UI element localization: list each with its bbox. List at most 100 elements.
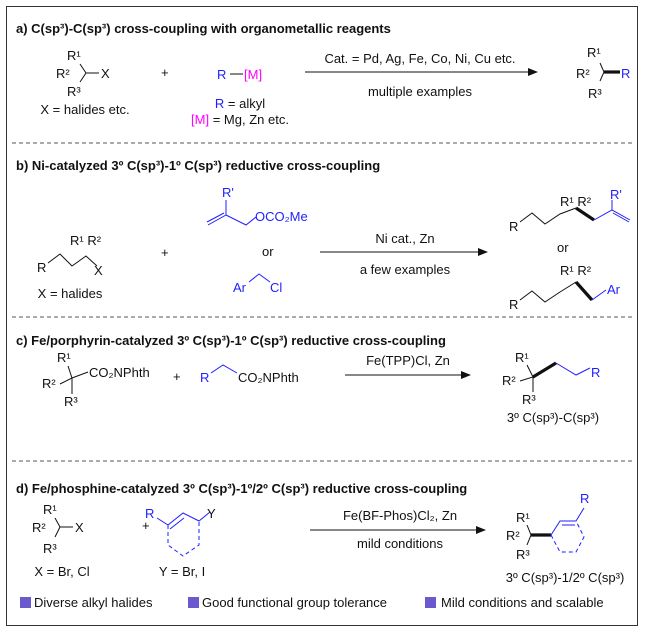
redox-active-ester: CO₂NPhth: [89, 365, 150, 380]
section-a-title: a) C(sp³)-C(sp³) cross-coupling with org…: [16, 21, 391, 36]
bond: [54, 517, 73, 538]
leaving-group: X: [94, 263, 103, 278]
section-a: a) C(sp³)-C(sp³) cross-coupling with org…: [16, 21, 630, 127]
bullet-square-icon: [188, 597, 199, 608]
section-c-title: c) Fe/porphyrin-catalyzed 3º C(sp³)-1º C…: [16, 333, 446, 348]
product-r2: R²: [576, 66, 590, 81]
highlight-item: Good functional group tolerance: [202, 595, 387, 610]
new-bond: [532, 361, 557, 379]
plus-sign: +: [161, 245, 169, 260]
bullet-square-icon: [20, 597, 31, 608]
bond: [59, 365, 89, 394]
reaction-scope: mild conditions: [357, 536, 443, 551]
substituent-r: R: [37, 260, 46, 275]
section-b-title: b) Ni-catalyzed 3º C(sp³)-1º C(sp³) redu…: [16, 158, 380, 173]
substituent-r2: R²: [42, 376, 56, 391]
product-ring-dashed-bonds: [550, 520, 585, 553]
bond: [519, 364, 534, 392]
product-r3: R³: [516, 547, 530, 562]
ring-r: R: [145, 506, 154, 521]
product-r2: R²: [502, 373, 516, 388]
product-r3: R³: [588, 86, 602, 101]
bond: [519, 207, 577, 225]
x-note: X = halides: [38, 286, 103, 301]
reaction-scope: a few examples: [360, 262, 451, 277]
product-r: R: [591, 365, 600, 380]
bond: [519, 281, 577, 303]
leaving-group: X: [75, 520, 84, 535]
bond: [526, 524, 532, 546]
reaction-conditions: Ni cat., Zn: [375, 231, 434, 246]
or-label: or: [557, 240, 569, 255]
benzyl-product-bond: [591, 289, 607, 301]
benzyl-chloride: Cl: [270, 280, 282, 295]
product-r3: R³: [522, 392, 536, 407]
x-note: X = Br, Cl: [34, 564, 89, 579]
highlight-item: Diverse alkyl halides: [34, 595, 153, 610]
reaction-scope: multiple examples: [368, 84, 473, 99]
product1-r-prime: R': [610, 187, 622, 202]
substituent-r1: R¹: [43, 502, 57, 517]
allyl-bonds: [206, 200, 257, 226]
scheme-border: [6, 6, 638, 626]
product-r: R: [580, 491, 589, 506]
product-r1: R¹: [515, 350, 529, 365]
primary-ester: CO₂NPhth: [238, 370, 299, 385]
x-note: X = halides etc.: [40, 102, 129, 117]
ring-leaving-group: Y: [207, 506, 216, 521]
allyl-product-bonds: [593, 200, 631, 223]
highlights: Diverse alkyl halides Good functional gr…: [20, 595, 604, 610]
product-label: 3º C(sp³)-1/2º C(sp³): [506, 570, 625, 585]
ring-alkene-bonds: [156, 511, 211, 530]
allyl-carbonate: OCO₂Me: [255, 209, 308, 224]
m-note: [M] = Mg, Zn etc.: [191, 112, 289, 127]
substituent-r2: R²: [56, 66, 70, 81]
product2-ar: Ar: [607, 282, 621, 297]
ring-dashed-bonds: [167, 521, 200, 557]
section-c: c) Fe/porphyrin-catalyzed 3º C(sp³)-1º C…: [16, 333, 600, 425]
product-ring-bonds: [550, 507, 585, 536]
substituent-r2: R²: [32, 520, 46, 535]
substituent-r1: R¹: [57, 350, 71, 365]
substituent-r1: R¹: [67, 48, 81, 63]
benzyl-bonds: [248, 273, 271, 283]
substituent-r3: R³: [67, 84, 81, 99]
reagent-bonds: [210, 364, 238, 374]
substituent-r1-r2: R¹ R²: [70, 233, 102, 248]
reagent-r: R: [217, 67, 226, 82]
product-r: R: [621, 66, 630, 81]
reagent-r: R: [200, 370, 209, 385]
section-d-title: d) Fe/phosphine-catalyzed 3º C(sp³)-1º/2…: [16, 481, 467, 496]
reagent-metal: [M]: [244, 67, 262, 82]
plus-sign: +: [142, 518, 150, 533]
product-r1: R¹: [516, 510, 530, 525]
bond: [599, 62, 605, 82]
product1-r: R: [509, 219, 518, 234]
product-r2: R²: [506, 528, 520, 543]
reaction-conditions: Fe(BF-Phos)Cl₂, Zn: [343, 508, 457, 523]
highlight-item: Mild conditions and scalable: [441, 595, 604, 610]
or-label: or: [262, 244, 274, 259]
section-b: b) Ni-catalyzed 3º C(sp³)-1º C(sp³) redu…: [16, 158, 631, 312]
new-bond: [574, 280, 594, 302]
product-r1: R¹: [587, 45, 601, 60]
plus-sign: +: [173, 369, 181, 384]
product2-r1-r2: R¹ R²: [560, 263, 592, 278]
reaction-conditions: Cat. = Pd, Ag, Fe, Co, Ni, Cu etc.: [324, 51, 515, 66]
bond: [47, 253, 98, 267]
allyl-r-prime: R': [222, 185, 234, 200]
product-label: 3º C(sp³)-C(sp³): [507, 410, 599, 425]
benzyl-ar: Ar: [233, 280, 247, 295]
substituent-r3: R³: [43, 541, 57, 556]
y-note: Y = Br, I: [159, 564, 205, 579]
substituent-r3: R³: [64, 394, 78, 409]
bond: [79, 63, 99, 83]
leaving-group: X: [101, 66, 110, 81]
product2-r: R: [509, 297, 518, 312]
r-note: R = alkyl: [215, 96, 265, 111]
product1-r1-r2: R¹ R²: [560, 194, 592, 209]
plus-sign: +: [161, 65, 169, 80]
bullet-square-icon: [425, 597, 436, 608]
reaction-conditions: Fe(TPP)Cl, Zn: [366, 353, 450, 368]
